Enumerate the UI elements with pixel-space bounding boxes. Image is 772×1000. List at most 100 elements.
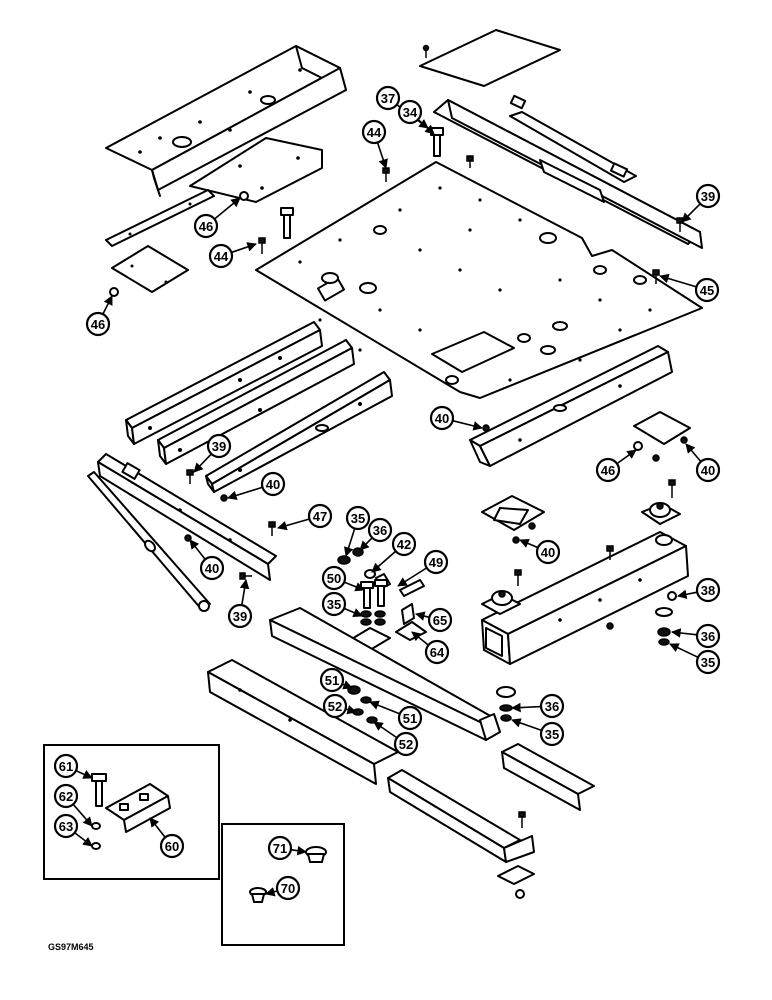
- callout-leader-line: [149, 817, 166, 838]
- bolt-34: [430, 127, 444, 157]
- callout-number: 63: [59, 819, 73, 834]
- floor-plate-holes: [298, 186, 652, 382]
- callout-number: 34: [403, 105, 418, 120]
- callout-number: 52: [399, 737, 413, 752]
- callout-circle: [307, 503, 333, 529]
- callout-circle: [322, 693, 348, 719]
- callout-number: 36: [373, 523, 387, 538]
- callout-40: 40: [519, 538, 561, 565]
- callout-number: 38: [701, 583, 715, 598]
- lower-channel-bottom: [387, 769, 535, 863]
- callout-number: 40: [541, 545, 555, 560]
- callout-leader-line: [659, 273, 697, 288]
- callout-circle: [391, 531, 417, 557]
- callout-number: 36: [545, 699, 559, 714]
- callout-leader-line: [677, 589, 698, 600]
- callout-46: 46: [193, 197, 241, 239]
- callout-circle: [206, 433, 232, 459]
- callout-number: 39: [212, 439, 226, 454]
- callout-number: 45: [700, 283, 714, 298]
- nut-46-upper: [239, 191, 249, 201]
- callout-leader-line: [616, 449, 637, 465]
- callout-leader-line: [231, 242, 257, 254]
- bottom-pad: [497, 865, 535, 899]
- callout-65: 65: [415, 607, 453, 633]
- callout-51: 51: [369, 700, 423, 731]
- callout-leader-line: [511, 718, 542, 732]
- callout-circle: [539, 693, 565, 719]
- callout-leader-line: [681, 203, 701, 223]
- rubber-mount-top: [641, 479, 681, 525]
- main-cross-beam: [481, 531, 689, 665]
- callout-circle: [535, 539, 561, 565]
- callout-52: 52: [322, 693, 357, 719]
- callout-circle: [275, 875, 301, 901]
- callout-35: 35: [344, 505, 371, 557]
- callout-circle: [260, 471, 286, 497]
- lower-channel-left: [207, 659, 399, 785]
- callout-circle: [193, 213, 219, 239]
- channel-rail-1: [125, 321, 323, 445]
- screw-44-lower: [258, 237, 266, 254]
- callout-63: 63: [53, 813, 93, 847]
- callout-number: 62: [59, 789, 73, 804]
- callout-leader-line: [193, 453, 212, 473]
- callout-52: 52: [373, 721, 419, 757]
- callout-number: 46: [91, 317, 105, 332]
- callout-39: 39: [227, 579, 253, 629]
- callout-number: 42: [397, 537, 411, 552]
- callout-number: 40: [701, 463, 715, 478]
- callout-number: 39: [701, 189, 715, 204]
- lower-washer-stack: [347, 685, 378, 724]
- filler-strip: [509, 111, 637, 183]
- callout-circle: [159, 833, 185, 859]
- channel-rail-2: [157, 339, 355, 465]
- callout-number: 47: [313, 509, 327, 524]
- right-washer-stack-upper: [655, 591, 677, 646]
- callout-circle: [361, 119, 387, 145]
- callout-circle: [53, 783, 79, 809]
- screw-45: [652, 269, 660, 284]
- callout-number: 60: [165, 839, 179, 854]
- screw-39-left: [186, 469, 194, 484]
- callout-39: 39: [681, 183, 721, 223]
- callout-leader-line: [345, 705, 357, 715]
- callout-circle: [427, 607, 453, 633]
- callout-number: 61: [59, 759, 73, 774]
- middle-hardware: [337, 547, 427, 651]
- callout-number: 46: [199, 219, 213, 234]
- callout-leader-line: [189, 539, 206, 560]
- callout-34: 34: [397, 99, 435, 135]
- callout-circle: [53, 753, 79, 779]
- callout-45: 45: [659, 273, 720, 303]
- callout-circle: [375, 85, 401, 111]
- callout-61: 61: [53, 753, 93, 779]
- callout-40: 40: [227, 471, 286, 501]
- top-left-cover-plate: [105, 45, 347, 197]
- callout-leader-line: [72, 803, 93, 827]
- callout-number: 64: [430, 645, 445, 660]
- callout-42: 42: [371, 531, 417, 573]
- callout-leader-line: [344, 528, 356, 557]
- callout-leader-line: [213, 197, 241, 220]
- callout-leader-line: [669, 643, 699, 659]
- callout-44: 44: [361, 119, 388, 169]
- callout-number: 51: [403, 711, 417, 726]
- callout-circle: [321, 591, 347, 617]
- callout-circle: [397, 99, 423, 125]
- callout-leader-line: [415, 611, 430, 621]
- callout-leader-line: [359, 537, 373, 551]
- callout-circle: [539, 721, 565, 747]
- callout-47: 47: [277, 503, 333, 531]
- callout-36: 36: [671, 623, 721, 649]
- main-floor-plate: [255, 161, 703, 399]
- nut-46-left: [109, 287, 119, 297]
- right-washer-stack-lower: [496, 686, 516, 722]
- callout-circle: [397, 705, 423, 731]
- mount-plate-right: [633, 411, 691, 462]
- callout-leader-line: [685, 443, 702, 463]
- inset-box-left: [43, 744, 220, 880]
- callout-46: 46: [595, 449, 637, 483]
